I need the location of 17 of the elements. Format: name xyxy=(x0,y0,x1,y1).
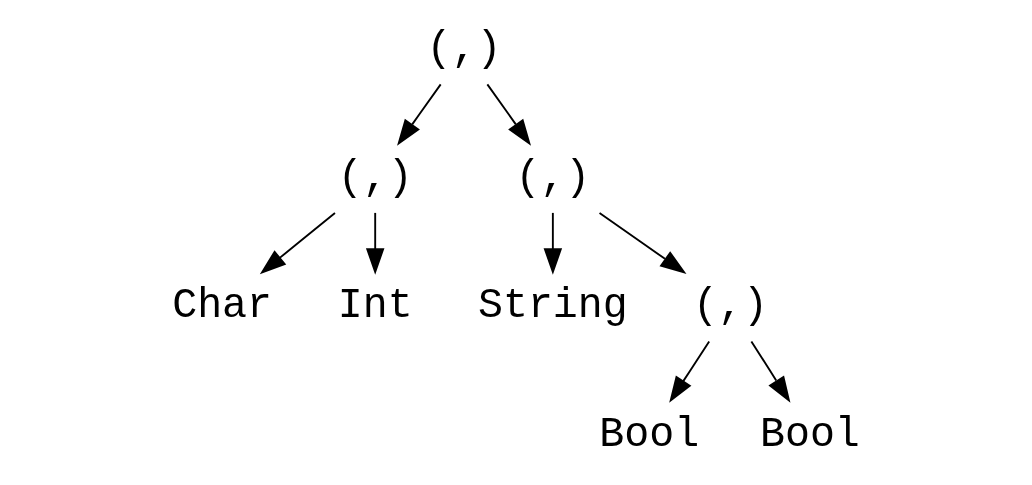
arrow xyxy=(543,211,563,275)
arrow xyxy=(259,211,336,275)
arrow xyxy=(486,83,531,146)
node-text: Int xyxy=(337,282,413,330)
arrow xyxy=(750,340,791,403)
node-text: (,) xyxy=(337,153,413,201)
node-text: (,) xyxy=(693,282,768,330)
node-text: String xyxy=(478,282,628,330)
node-text: (,) xyxy=(426,25,502,73)
node-text: Bool xyxy=(760,410,860,458)
arrow xyxy=(669,340,711,403)
arrow xyxy=(598,211,687,274)
arrow xyxy=(397,83,442,146)
node-text: Char xyxy=(172,282,272,330)
node-text: (,) xyxy=(515,153,591,201)
node-text: Bool xyxy=(599,410,700,458)
arrow xyxy=(365,211,385,275)
